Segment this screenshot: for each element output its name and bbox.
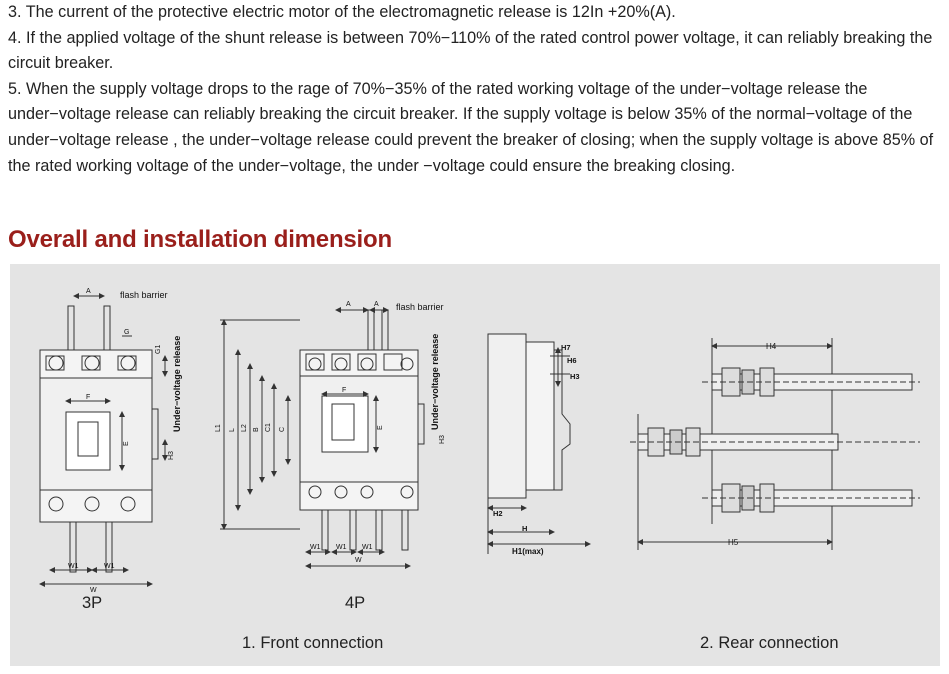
note-number: 5. [8,79,22,98]
label-a1-4p: A [346,301,351,308]
label-h2: H2 [493,509,503,518]
label-h6: H6 [567,356,577,365]
label-w-3p: W [90,587,97,594]
label-w1b-4p: W1 [336,544,347,551]
label-flash-barrier-4p: flash barrier [396,302,444,312]
label-e-3p: E [123,441,130,446]
dimension-drawings: flash barrier A G G1 F E Under−voltage r… [39,288,920,594]
note-4: 4. If the applied voltage of the shunt r… [8,26,934,77]
label-l1-4p: L1 [215,424,222,432]
label-a2-4p: A [374,301,379,308]
dimension-figure-panel: flash barrier A G G1 F E Under−voltage r… [10,264,940,666]
label-w1c-4p: W1 [362,544,373,551]
label-c-4p: C [279,427,286,432]
note-5: 5. When the supply voltage drops to the … [8,77,936,179]
note-text: When the supply voltage drops to the rag… [8,79,934,175]
label-l2-4p: L2 [241,424,248,432]
label-under-voltage-3p: Under−voltage release [172,336,182,432]
drawing-rear-connection [630,338,920,550]
section-title: Overall and installation dimension [8,226,392,253]
label-w1a-4p: W1 [310,544,321,551]
caption-front-connection: 1. Front connection [242,634,384,652]
label-b-4p: B [253,427,260,432]
drawing-4p [220,307,425,569]
label-c1-4p: C1 [265,423,272,432]
caption-4p: 4P [345,594,366,612]
label-f-3p: F [86,394,90,401]
label-h3-side: H3 [570,372,580,381]
label-h4: H4 [766,342,777,351]
label-h3-4p: H3 [439,435,446,444]
note-number: 4. [8,28,22,47]
note-text: If the applied voltage of the shunt rele… [8,28,933,73]
label-h7: H7 [561,343,571,352]
caption-3p: 3P [82,594,103,612]
label-under-voltage-4p: Under−voltage release [430,334,440,430]
label-g-3p: G [124,329,129,336]
drawing-side-view [487,333,591,554]
caption-rear-connection: 2. Rear connection [700,634,839,652]
drawing-3p [39,293,168,587]
notes-text: 3. The current of the protective electri… [8,0,944,179]
label-w-4p: W [355,557,362,564]
note-number: 3. [8,3,22,21]
label-h: H [522,524,527,533]
label-h3-3p: H3 [168,451,175,460]
label-h5: H5 [728,538,739,547]
note-text: The current of the protective electric m… [25,3,676,21]
label-h1max: H1(max) [512,547,544,556]
label-e-4p: E [377,425,384,430]
label-w1a-3p: W1 [68,563,79,570]
label-w1b-3p: W1 [104,563,115,570]
label-f-4p: F [342,387,346,394]
note-3: 3. The current of the protective electri… [8,0,944,26]
label-a-3p: A [86,288,91,295]
label-g1-3p: G1 [155,345,162,354]
label-l-4p: L [229,428,236,432]
label-flash-barrier-3p: flash barrier [120,290,168,300]
